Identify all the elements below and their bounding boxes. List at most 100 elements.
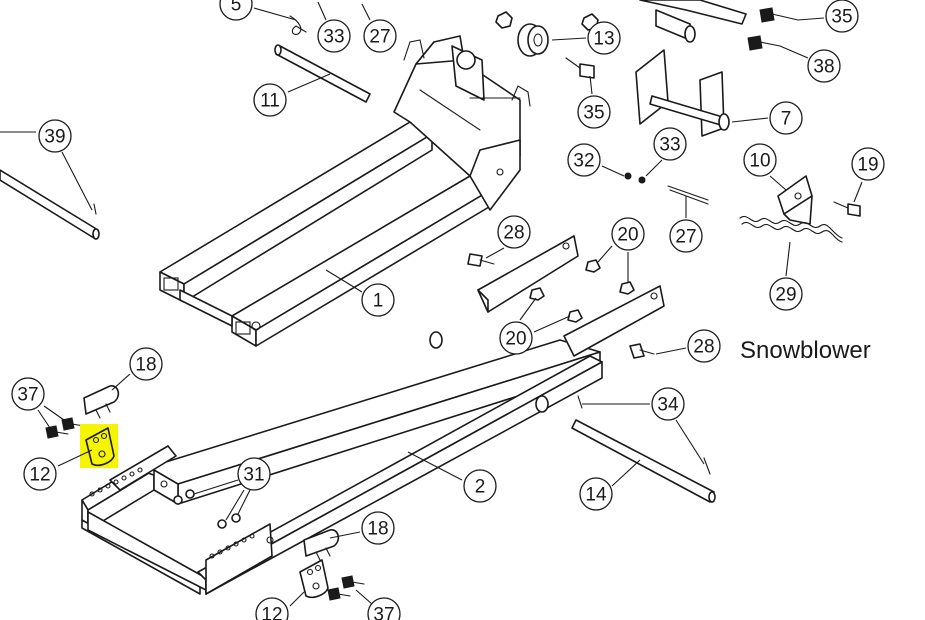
- callout-c37b: 37: [355, 589, 401, 620]
- callout-leader: [645, 159, 663, 177]
- callout-number: 28: [503, 223, 524, 244]
- callout-balloon: [687, 329, 721, 363]
- part-10-bracket: [777, 175, 813, 225]
- part-37-bolts-upper: [45, 417, 85, 439]
- callout-balloon: [11, 377, 45, 411]
- callout-leader: [329, 531, 361, 539]
- callout-balloon: [579, 477, 613, 511]
- callout-leader: [611, 459, 641, 487]
- callout-c1: 1: [325, 269, 395, 317]
- callout-balloon: [651, 387, 685, 421]
- part-5-hair-pin: [289, 15, 307, 35]
- callout-c33b: 33: [645, 127, 687, 177]
- callout-number: 31: [243, 465, 264, 486]
- callout-number: 34: [657, 395, 679, 416]
- nut-20-b: [619, 281, 635, 295]
- callout-balloon: [769, 277, 803, 311]
- callout-balloon: [317, 19, 351, 53]
- bolt-28-lower: [629, 343, 655, 359]
- callout-balloon: [577, 95, 611, 129]
- callout-balloon: [367, 597, 401, 620]
- callout-balloon: [653, 127, 687, 161]
- callout-balloon: [255, 597, 289, 620]
- callout-leader: [289, 591, 305, 607]
- callout-c35b: 35: [577, 75, 611, 129]
- callout-leader: [675, 419, 705, 465]
- nut-20-d: [567, 309, 583, 323]
- callout-leader: [355, 589, 373, 605]
- callout-c39: 39: [0, 119, 93, 211]
- part-2-pivot-arms: [477, 235, 665, 357]
- callout-c28a: 28: [485, 215, 531, 259]
- callout-balloon: [237, 457, 271, 491]
- callout-number: 20: [505, 329, 526, 350]
- callout-balloon: [825, 0, 859, 33]
- callout-leader: [853, 181, 863, 203]
- part-39-rod: [0, 169, 100, 240]
- callout-c32: 32: [567, 143, 625, 177]
- callout-number: 5: [231, 0, 242, 16]
- part-27-threaded-rod: [667, 185, 709, 205]
- caption-snowblower: Snowblower: [740, 337, 871, 364]
- callout-leader: [589, 75, 593, 95]
- callout-c27b: 27: [669, 196, 703, 253]
- callout-leader: [731, 117, 769, 123]
- part-34-cotter-pins: [577, 395, 711, 475]
- callout-balloon: [361, 283, 395, 317]
- callout-balloon: [219, 0, 253, 21]
- callout-number: 29: [775, 285, 796, 306]
- callout-leader: [325, 269, 363, 293]
- callout-c35a: 35: [797, 0, 859, 33]
- callout-c20b: 20: [499, 297, 571, 355]
- callout-c38: 38: [779, 45, 841, 83]
- callout-number: 1: [373, 291, 384, 312]
- callout-c34: 34: [582, 387, 705, 465]
- callout-balloon: [611, 217, 645, 251]
- callout-c29: 29: [769, 241, 803, 311]
- callout-leader: [37, 409, 51, 429]
- callout-number: 28: [693, 337, 714, 358]
- callout-leader: [485, 247, 505, 259]
- callout-leader: [533, 315, 571, 333]
- callout-number: 33: [323, 27, 344, 48]
- callout-balloon: [497, 215, 531, 249]
- callout-balloon: [129, 347, 163, 381]
- callout-leader: [797, 17, 825, 21]
- part-13-pulley: [517, 23, 549, 57]
- callout-leader: [237, 489, 251, 515]
- callout-leader: [225, 489, 245, 521]
- callout-number: 10: [749, 151, 770, 172]
- callout-leader: [61, 151, 93, 211]
- callout-number: 32: [573, 151, 594, 172]
- callout-c14: 14: [579, 459, 641, 511]
- callout-number: 35: [583, 103, 604, 124]
- callout-balloon: [669, 219, 703, 253]
- callout-number: 19: [857, 155, 878, 176]
- bolt-35-upper: [759, 7, 799, 23]
- callout-balloon: [499, 321, 533, 355]
- bolt-35-lower: [565, 57, 595, 79]
- callout-leader: [407, 451, 463, 481]
- nuts-top: [495, 11, 599, 31]
- callout-c20a: 20: [597, 217, 645, 282]
- bolt-38: [747, 35, 781, 51]
- part-18-u-bolt-upper: [83, 385, 120, 419]
- nut-32: [624, 172, 632, 180]
- callout-c31: 31: [193, 457, 271, 521]
- callout-c10: 10: [743, 143, 787, 191]
- callout-c28b: 28: [655, 329, 721, 363]
- callout-number: 33: [659, 135, 680, 156]
- callout-balloon: [851, 147, 885, 181]
- bolt-19: [833, 201, 861, 217]
- part-12-plate-highlighted: [80, 424, 118, 468]
- callout-c19: 19: [851, 147, 885, 203]
- callout-number: 37: [373, 605, 394, 620]
- callout-number: 35: [831, 7, 852, 28]
- callout-c18b: 18: [329, 511, 395, 545]
- callout-balloon: [567, 143, 601, 177]
- callout-balloon: [807, 49, 841, 83]
- callout-c37a: 37: [11, 377, 65, 429]
- callout-number: 12: [261, 605, 282, 620]
